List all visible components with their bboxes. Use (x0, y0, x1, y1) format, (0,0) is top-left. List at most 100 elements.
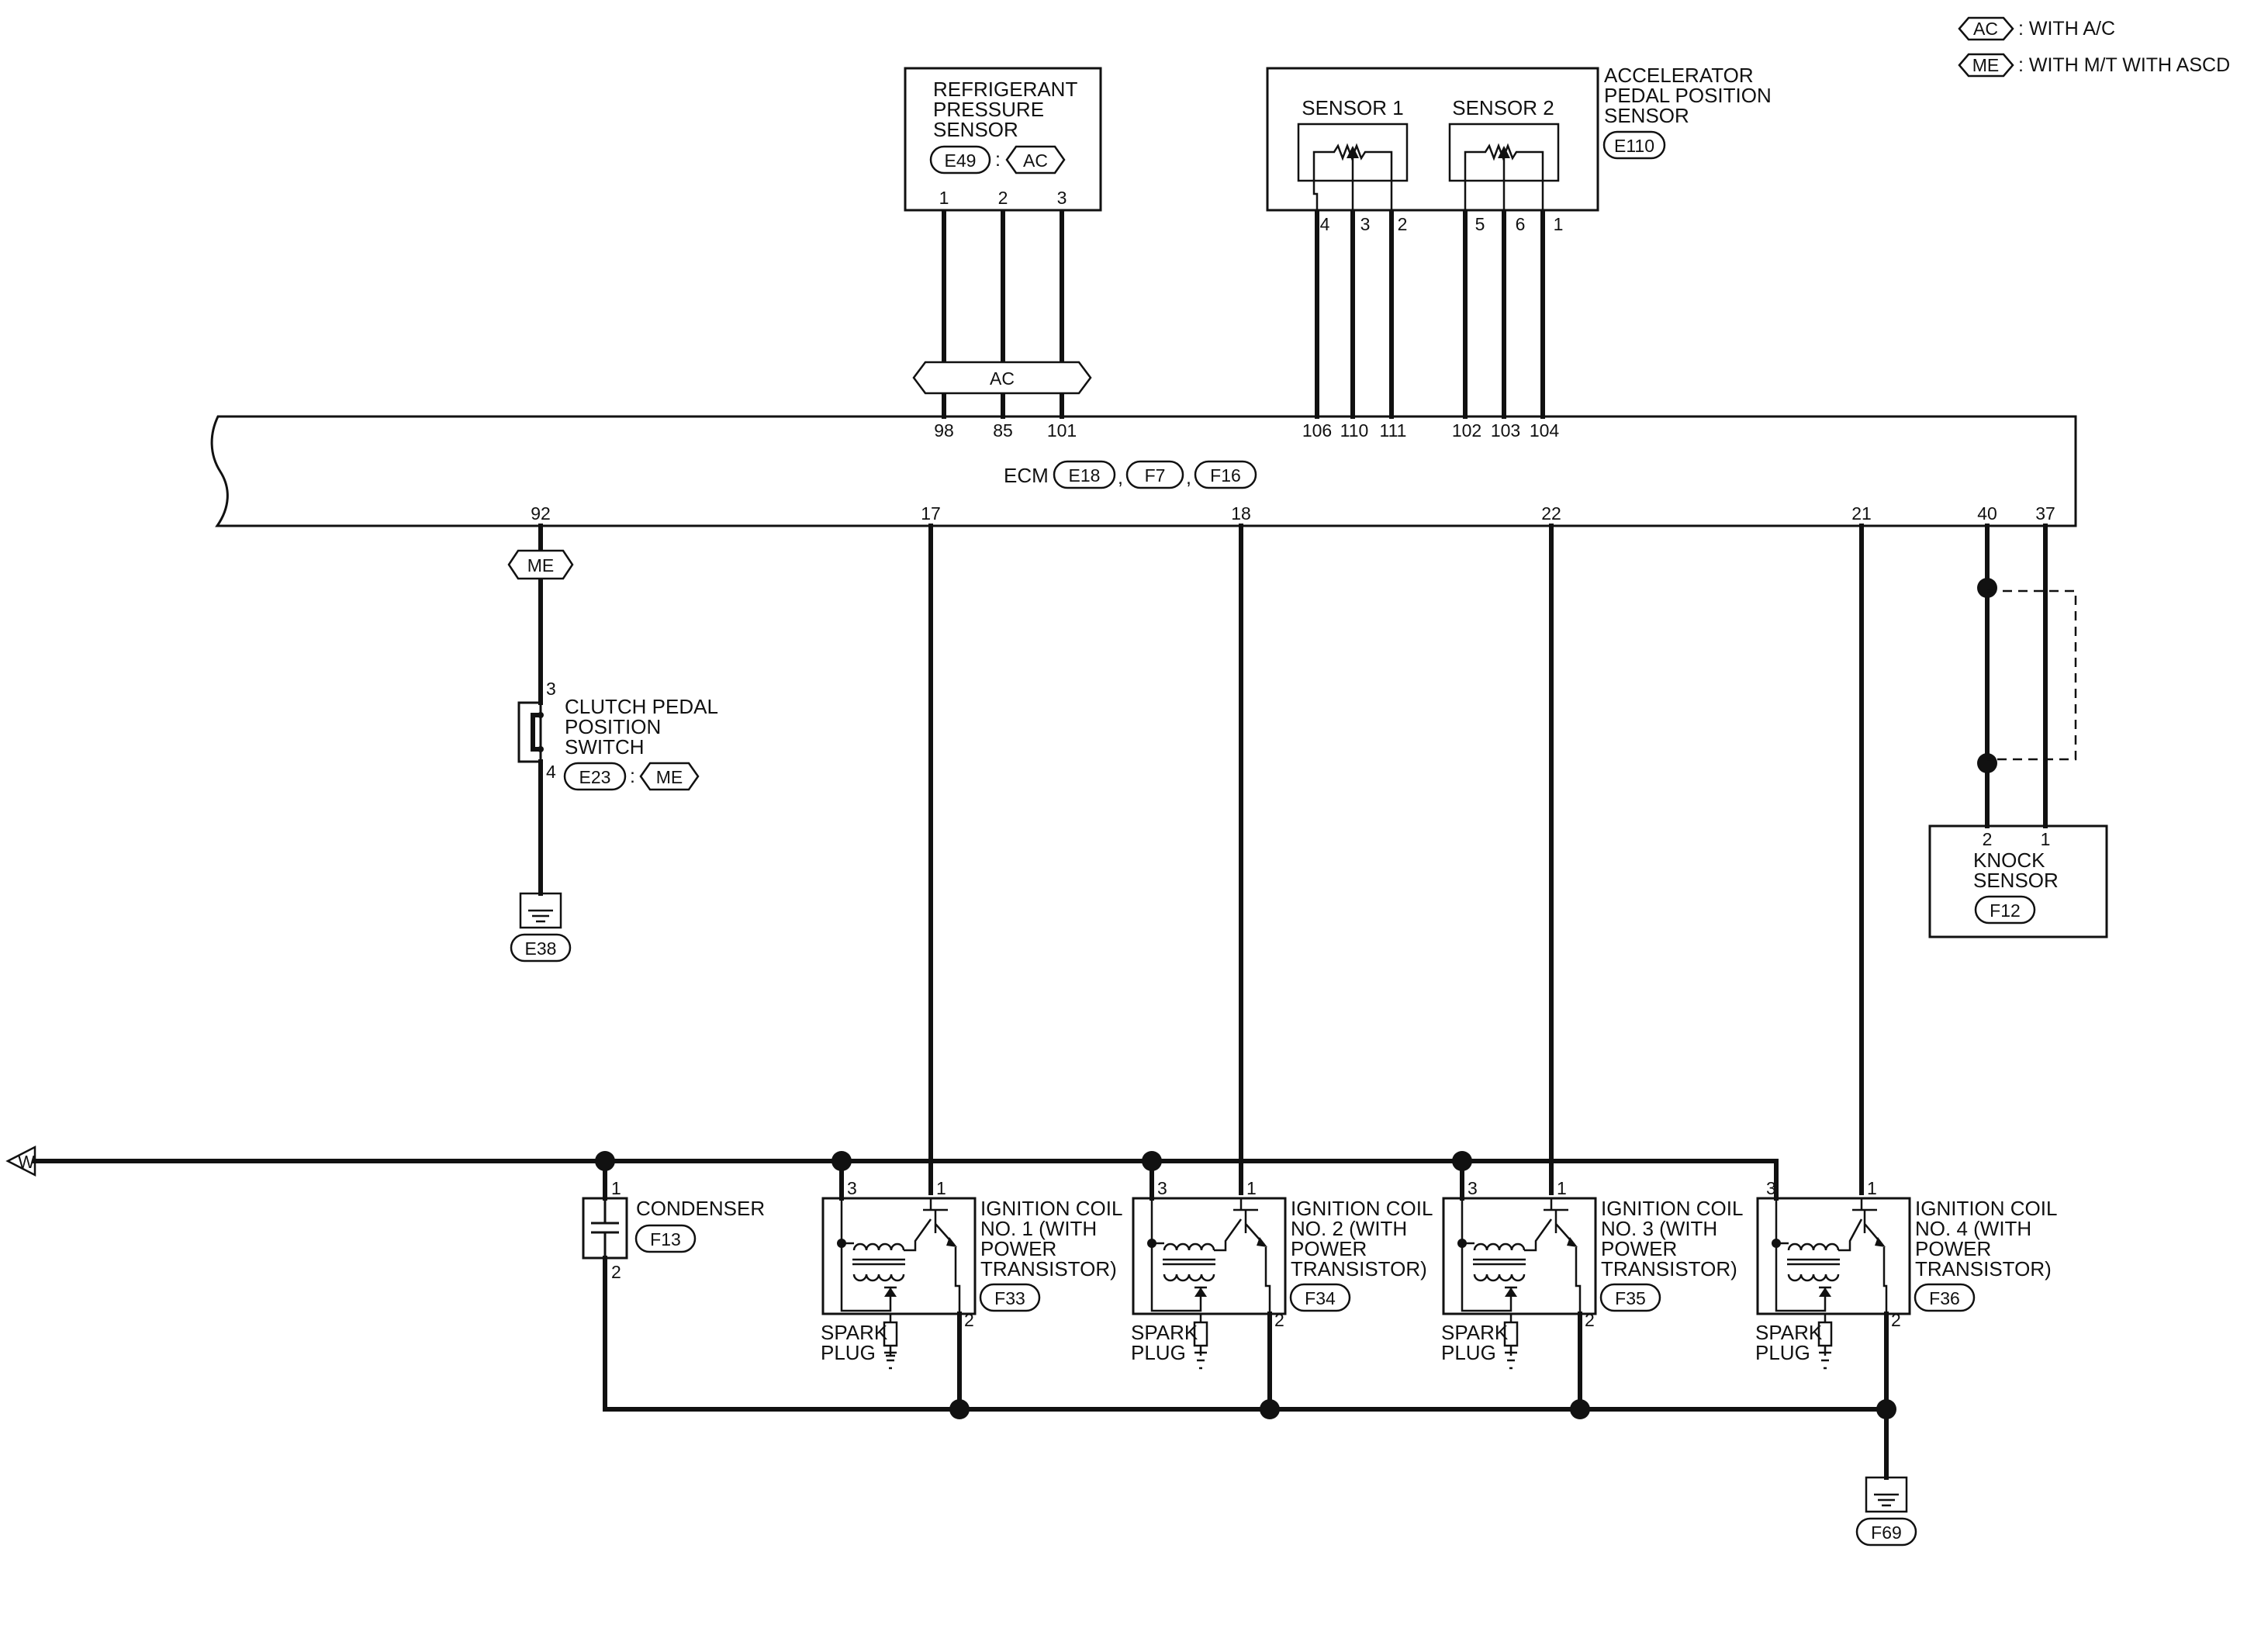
condenser-title: CONDENSER (636, 1197, 765, 1220)
refrigerant-option: AC (1023, 150, 1048, 171)
sensor2-pin-a: 5 (1475, 214, 1485, 234)
coil-secondary-icon (852, 1274, 905, 1282)
ecm-pin-110: 110 (1340, 420, 1369, 441)
clutch-colon: : (630, 766, 635, 787)
power-source-w: W (5, 1145, 36, 1177)
ecm-pin-37: 37 (2035, 503, 2055, 524)
coil4-connector: F36 (1929, 1288, 1960, 1308)
coil3-title-4: TRANSISTOR) (1601, 1257, 1737, 1280)
coil1-title-2: NO. 1 (WITH (980, 1217, 1097, 1240)
junction-coil3-ground (1570, 1399, 1590, 1419)
condenser-pin-1: 1 (611, 1178, 621, 1198)
refrigerant-connector: E49 (945, 150, 977, 171)
ac-option-label: AC (990, 368, 1015, 389)
spark-plug-icon (883, 1314, 898, 1370)
sensor1-label: SENSOR 1 (1302, 96, 1404, 119)
legend-ac-text: : WITH A/C (2018, 18, 2115, 40)
ignition-coil-3: 3 1 2 IGNITION COIL NO. 3 (WITH POWER TR… (1441, 1151, 1743, 1370)
junction-coil2-ground (1260, 1399, 1280, 1419)
refrigerant-pin-3: 3 (1057, 188, 1067, 208)
accelerator-connector: E110 (1614, 136, 1654, 156)
coil1-title-3: POWER (980, 1237, 1056, 1260)
ecm-pin-98: 98 (934, 420, 954, 441)
coil2-title-3: POWER (1291, 1237, 1367, 1260)
coil4-title-2: NO. 4 (WITH (1915, 1217, 2031, 1240)
ecm-sep-1: , (1118, 467, 1123, 489)
ecm-pin-17: 17 (921, 503, 941, 524)
coil1-pin-3: 3 (847, 1178, 857, 1198)
legend-me-tag: ME (1972, 55, 2000, 75)
coil4-plug-2: PLUG (1755, 1341, 1810, 1364)
knock-pin-2: 2 (1983, 829, 1993, 849)
coil3-pin-2: 2 (1585, 1310, 1595, 1330)
clutch-title-3: SWITCH (565, 735, 645, 759)
coil3-connector: F35 (1615, 1288, 1646, 1308)
coil2-pin-3: 3 (1157, 1178, 1167, 1198)
sensor2-pin-b: 6 (1516, 214, 1526, 234)
clutch-pin-3: 3 (546, 679, 556, 699)
coil3-title-2: NO. 3 (WITH (1601, 1217, 1717, 1240)
sensor1-pin-a: 4 (1320, 214, 1330, 234)
ignition-coil-2: 3 1 2 IGNITION COIL NO. 2 (WITH POWER TR… (1131, 1151, 1433, 1370)
ecm-pin-106: 106 (1302, 420, 1332, 441)
ground-e38-label: E38 (525, 938, 557, 959)
clutch-title-2: POSITION (565, 715, 661, 738)
coil3-pin-3: 3 (1468, 1178, 1478, 1198)
coil4-title-4: TRANSISTOR) (1915, 1257, 2052, 1280)
ecm-pin-102: 102 (1452, 420, 1481, 441)
refrigerant-colon: : (995, 149, 1001, 171)
coil3-plug-1: SPARK (1441, 1321, 1509, 1344)
coil2-plug-1: SPARK (1131, 1321, 1198, 1344)
ecm: 98 85 101 106 110 111 102 103 104 ECM E1… (210, 415, 2077, 527)
ecm-pin-92: 92 (531, 503, 551, 524)
knock-title-2: SENSOR (1973, 869, 2059, 892)
coil4-pin-2: 2 (1891, 1310, 1901, 1330)
shield-dashed (1987, 589, 2077, 761)
sensor2-label: SENSOR 2 (1452, 96, 1554, 119)
ecm-pin-40: 40 (1977, 503, 1997, 524)
coil2-plug-2: PLUG (1131, 1341, 1186, 1364)
coil3-title-1: IGNITION COIL (1601, 1197, 1743, 1220)
junction-coil4-ground (1876, 1399, 1896, 1419)
coil1-pin-1: 1 (936, 1178, 946, 1198)
shield-junction-bottom (1977, 753, 1997, 773)
coil1-plug-1: SPARK (821, 1321, 888, 1344)
legend-ac-tag: AC (1973, 19, 1998, 39)
ecm-pin-85: 85 (993, 420, 1013, 441)
coil3-plug-2: PLUG (1441, 1341, 1496, 1364)
condenser-pin-2: 2 (611, 1262, 621, 1282)
clutch-title-1: CLUTCH PEDAL (565, 695, 718, 718)
knock-pin-1: 1 (2041, 829, 2051, 849)
refrigerant-title-2: PRESSURE (933, 98, 1044, 121)
coil4-plug-1: SPARK (1755, 1321, 1823, 1344)
sensor2-pin-c: 1 (1554, 214, 1564, 234)
legend: AC : WITH A/C ME : WITH M/T WITH ASCD (1958, 16, 2230, 78)
ignition-coil-1: 3 1 2 IGNITION COIL NO. 1 (WITH POWER TR… (821, 1151, 1122, 1409)
coil2-title-2: NO. 2 (WITH (1291, 1217, 1407, 1240)
refrigerant-pin-2: 2 (998, 188, 1008, 208)
ecm-pin-18: 18 (1231, 503, 1251, 524)
knock-connector: F12 (1990, 900, 2021, 921)
ecm-pin-103: 103 (1491, 420, 1520, 441)
coil4-title-3: POWER (1915, 1237, 1991, 1260)
junction-coil1-ground (949, 1399, 970, 1419)
main-ground-icon (1874, 1493, 1899, 1507)
coil3-pin-1: 1 (1557, 1178, 1567, 1198)
ac-option-bar: AC (912, 361, 1092, 395)
coil2-pin-2: 2 (1274, 1310, 1284, 1330)
ecm-connector-f16: F16 (1210, 465, 1241, 486)
coil2-connector: F34 (1305, 1288, 1336, 1308)
me-option-tag: ME (507, 549, 574, 580)
sensor1-pin-c: 2 (1398, 214, 1408, 234)
coil1-pin-2: 2 (964, 1310, 974, 1330)
clutch-option: ME (656, 767, 683, 787)
ecm-pin-22: 22 (1541, 503, 1561, 524)
ecm-connector-e18: E18 (1069, 465, 1101, 486)
coil3-title-3: POWER (1601, 1237, 1677, 1260)
ecm-connector-f7: F7 (1145, 465, 1166, 486)
ground-e38: E38 (510, 892, 572, 963)
ecm-pin-111: 111 (1380, 420, 1407, 441)
accelerator-title-3: SENSOR (1604, 104, 1689, 127)
clutch-pedal-position-switch: 3 4 CLUTCH PEDAL POSITION SWITCH E23 : M… (517, 679, 718, 791)
